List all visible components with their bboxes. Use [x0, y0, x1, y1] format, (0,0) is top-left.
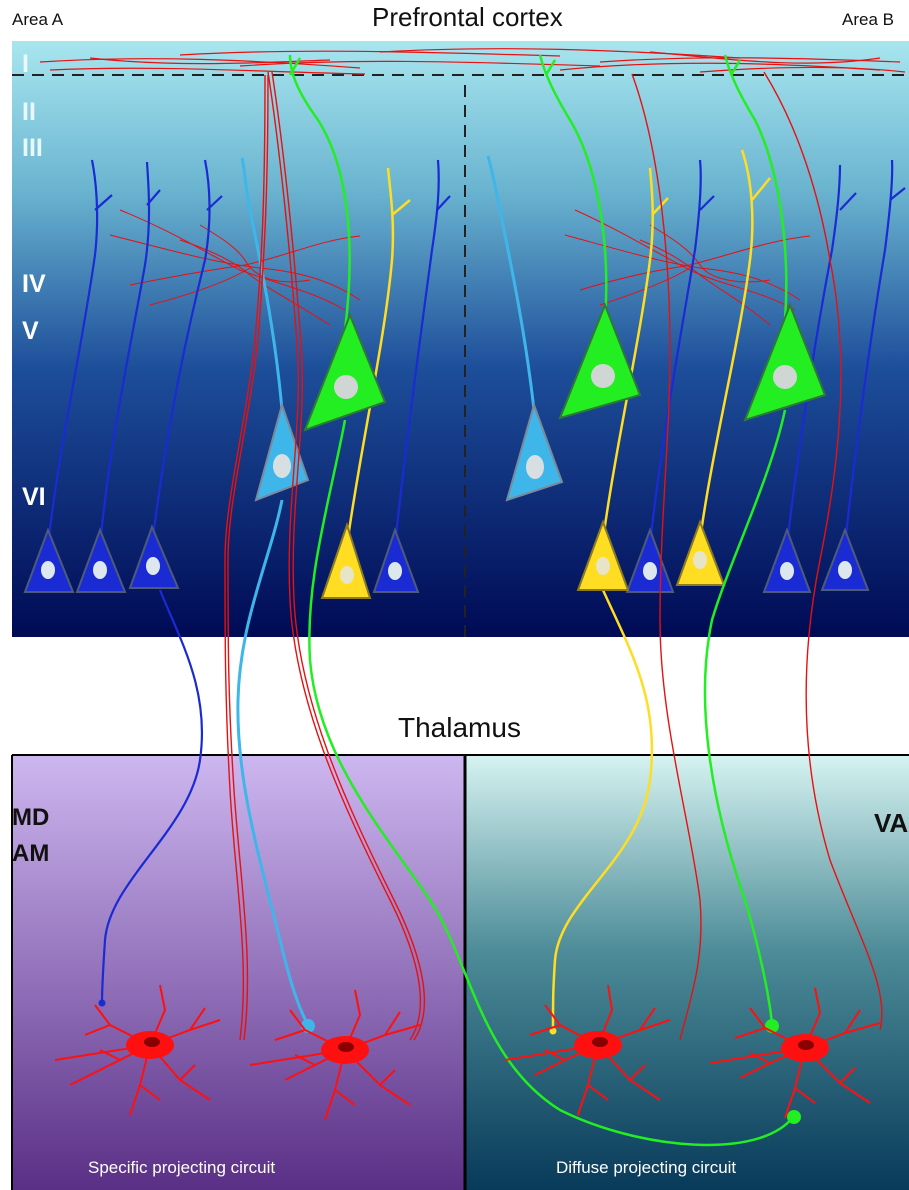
yellow-neurons [320, 149, 771, 1035]
relay-neuron-4 [709, 987, 881, 1119]
thalamus-right-panel [465, 755, 909, 1190]
specific-circuit-label: Specific projecting circuit [88, 1158, 276, 1177]
relay-neuron-1 [54, 984, 221, 1116]
prefrontal-cortex-title: Prefrontal cortex [372, 2, 563, 32]
area-a-label: Area A [12, 10, 64, 29]
green-projection-diffuse [308, 419, 794, 1147]
layer-label-v: V [22, 317, 39, 345]
thalamus-label: Thalamus [398, 712, 521, 743]
layer-label-iv: IV [22, 270, 46, 298]
nuclei-labels: MD AM [12, 800, 49, 872]
blue-projection [100, 589, 204, 1004]
yellow-projection [551, 589, 654, 1031]
area-b-label: Area B [842, 10, 894, 29]
green-neurons [288, 54, 827, 1147]
thalamus-left-panel [12, 755, 465, 1190]
thalamic-neurons [54, 984, 881, 1121]
layer-label-iii: III [22, 134, 43, 162]
va-label: VA [874, 808, 909, 838]
cyan-neurons [236, 155, 564, 1033]
diffuse-circuit-label: Diffuse projecting circuit [556, 1158, 737, 1177]
relay-neuron-3 [504, 984, 671, 1116]
layer-label-ii: II [22, 98, 36, 126]
layer-label-i: I [22, 50, 29, 78]
green-projection-local [703, 409, 787, 1026]
red-projections [224, 71, 883, 1041]
relay-neuron-2 [249, 989, 421, 1121]
cortex-panel [12, 41, 909, 637]
layer-four-axons [109, 209, 811, 326]
blue-neurons [23, 159, 906, 593]
am-label: AM [12, 840, 50, 867]
md-label: MD [12, 804, 50, 831]
cyan-projection [236, 499, 310, 1026]
layer-label-vi: VI [22, 483, 46, 511]
layer-one-axons [39, 48, 906, 75]
